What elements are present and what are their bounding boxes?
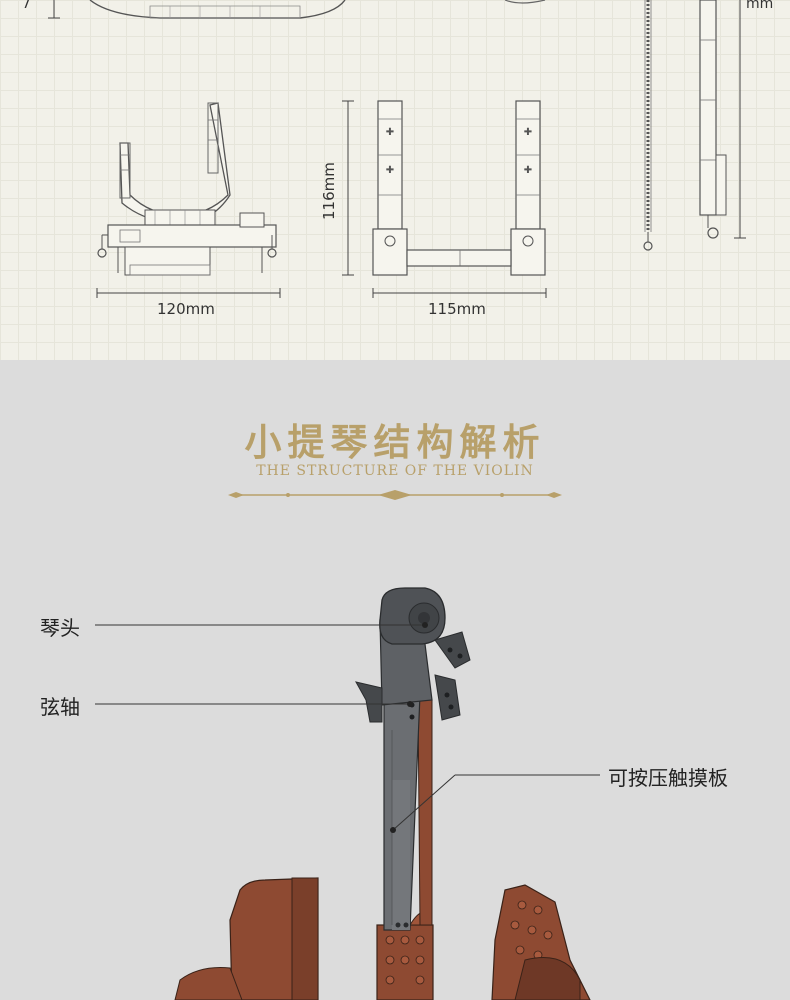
stand-side-view-drawing: [96, 102, 281, 298]
svg-text:✚: ✚: [524, 165, 532, 176]
stand-front-view-drawing: ✚ ✚ ✚ ✚: [342, 100, 547, 298]
top-partial-drawing: [48, 0, 546, 19]
base-width-label: 115mm: [428, 300, 486, 318]
svg-text:✚: ✚: [386, 165, 394, 176]
dimension-drawings-panel: 7 mm: [0, 0, 790, 360]
svg-text:✚: ✚: [524, 127, 532, 138]
callout-fingerboard-label: 可按压触摸板: [608, 766, 728, 790]
section-subtitle: THE STRUCTURE OF THE VIOLIN: [256, 463, 534, 479]
callout-peg-label: 弦轴: [40, 695, 80, 719]
violin-illustration: [174, 587, 591, 1000]
bow-dimension-fragment: mm: [746, 0, 774, 12]
svg-text:✚: ✚: [386, 127, 394, 138]
holder-width-label: 120mm: [157, 300, 215, 318]
callout-scroll-label: 琴头: [40, 616, 80, 640]
ornamental-divider: [228, 490, 562, 500]
bow-drawing: [643, 0, 746, 251]
section-title: 小提琴结构解析: [244, 420, 546, 464]
top-partial-dimension: 7: [22, 0, 31, 12]
